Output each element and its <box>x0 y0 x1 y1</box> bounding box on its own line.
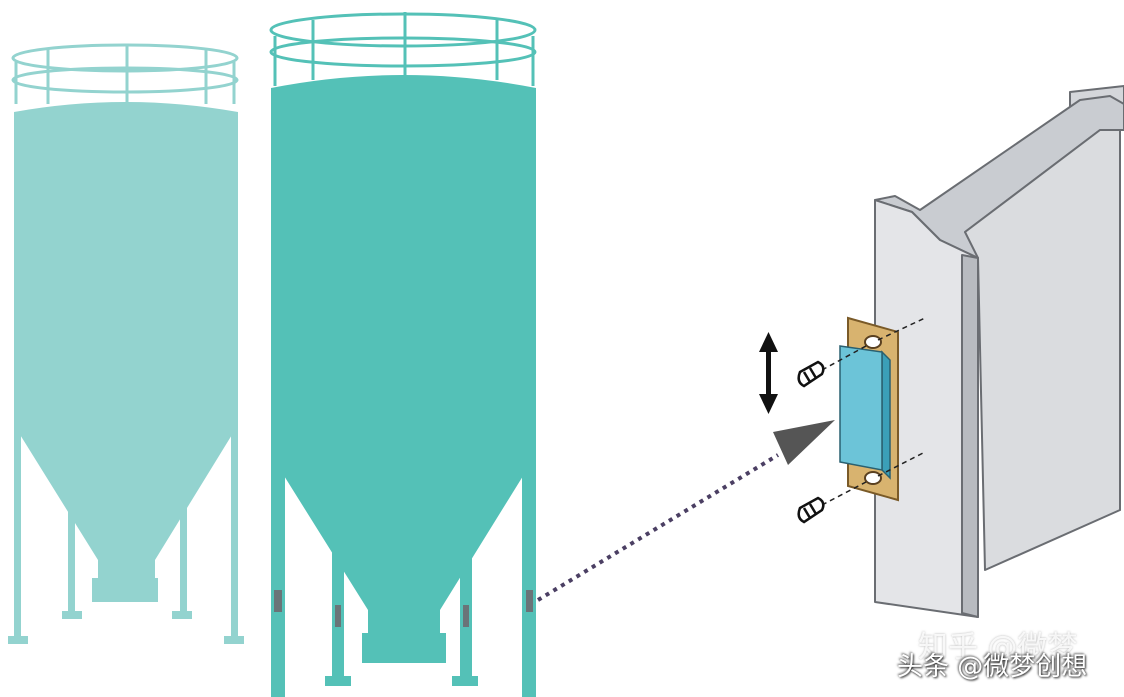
dotted-connector-line <box>536 453 780 602</box>
bottom-screw <box>797 496 825 524</box>
plate-top-bolt-hole <box>864 335 882 349</box>
vertical-movement-arrow <box>759 332 778 414</box>
large-silo-outlet <box>362 633 446 663</box>
top-screw <box>797 360 825 388</box>
small-silo-legs <box>8 425 244 644</box>
large-silo <box>269 12 537 697</box>
large-silo-body <box>271 75 536 635</box>
steel-i-beam <box>874 85 1124 618</box>
small-silo-body <box>14 102 238 580</box>
direction-arrow-head <box>773 420 835 465</box>
sensor-body <box>839 345 883 471</box>
silo-leg-sensor-marks <box>274 590 533 627</box>
toutiao-watermark: 头条 @微梦创想 <box>897 652 1088 682</box>
small-silo-railing <box>11 43 239 104</box>
large-silo-railing <box>269 12 537 86</box>
zhihu-watermark: 知乎 @微梦 <box>918 630 1078 665</box>
plate-bottom-bolt-hole <box>864 471 882 485</box>
beam-front-flange-edge <box>961 254 979 618</box>
sensor-assembly <box>759 316 926 524</box>
small-silo-outlet <box>92 578 158 602</box>
small-silo <box>8 43 244 644</box>
sensor-body-side <box>881 350 891 480</box>
